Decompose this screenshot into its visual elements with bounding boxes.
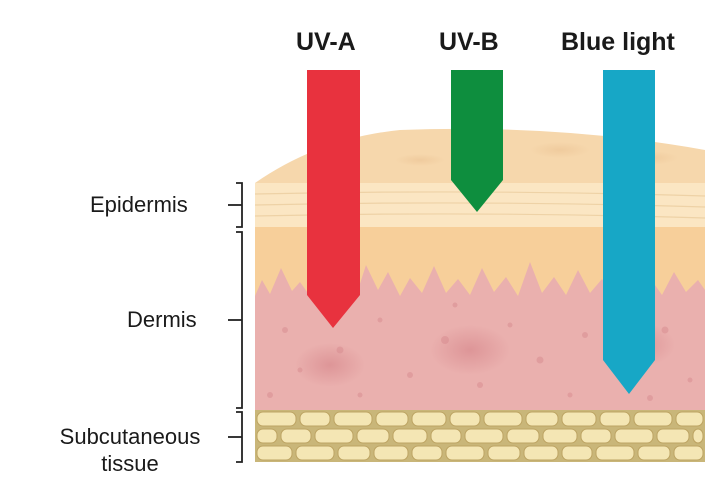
layer-brackets [228, 182, 243, 463]
fat-cell [692, 428, 704, 444]
fat-cell [656, 428, 690, 444]
fat-cell [614, 428, 654, 444]
fat-cell [333, 411, 373, 427]
fat-cell [599, 411, 631, 427]
fat-cell [633, 411, 673, 427]
fat-cell [256, 411, 297, 427]
fat-cell [506, 428, 540, 444]
fat-cell [411, 411, 447, 427]
fat-cell [356, 428, 390, 444]
fat-cell [487, 445, 521, 461]
uvb-arrow [451, 70, 503, 212]
fat-cell [280, 428, 312, 444]
fat-cell [295, 445, 335, 461]
fat-cell [675, 411, 704, 427]
fat-cell [314, 428, 354, 444]
fat-cell [337, 445, 371, 461]
fat-cell [561, 445, 593, 461]
fat-cell [256, 445, 293, 461]
uva-label: UV-A [296, 28, 356, 56]
fat-cell [673, 445, 704, 461]
dermis-label: Dermis [127, 307, 197, 332]
fat-cell [483, 411, 523, 427]
fat-cell [595, 445, 635, 461]
fat-cell [523, 445, 559, 461]
fat-cell [525, 411, 559, 427]
fat-cell [430, 428, 462, 444]
subcutaneous-tissue-label: Subcutaneous tissue [34, 423, 226, 477]
fat-cell [411, 445, 443, 461]
fat-cell [392, 428, 428, 444]
fat-cell [373, 445, 409, 461]
blue-light-label: Blue light [561, 28, 675, 56]
fat-cell [542, 428, 578, 444]
subcutaneous-label-line2: tissue [101, 451, 159, 476]
fat-cell [580, 428, 612, 444]
subcutaneous-label-line1: Subcutaneous [59, 424, 201, 449]
fat-cell [637, 445, 671, 461]
fat-cell [449, 411, 481, 427]
uvb-label: UV-B [439, 28, 499, 56]
fat-cell [445, 445, 485, 461]
fat-cell [375, 411, 409, 427]
fat-cell [299, 411, 331, 427]
epidermis-label: Epidermis [90, 192, 188, 217]
fat-cell [561, 411, 597, 427]
uva-arrow [307, 70, 360, 328]
blue-light-arrow [603, 70, 655, 394]
fat-cell [464, 428, 504, 444]
fat-cell [256, 428, 278, 444]
